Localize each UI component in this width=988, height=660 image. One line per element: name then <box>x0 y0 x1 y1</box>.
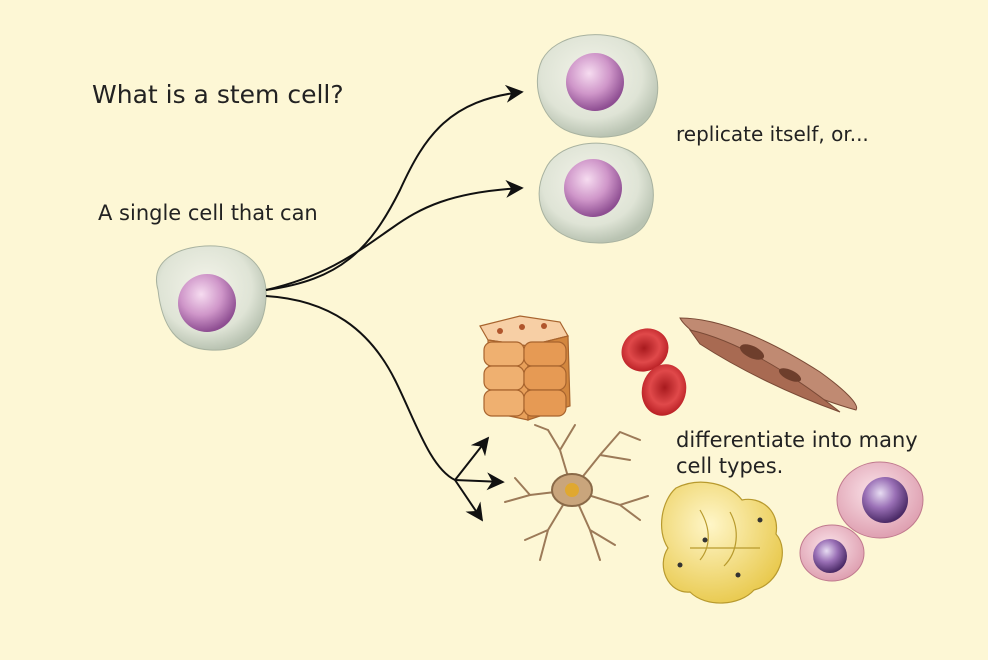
differentiate-caption-line2: cell types. <box>676 454 784 478</box>
diagram-title: What is a stem cell? <box>92 80 344 109</box>
arrow-branch-up <box>454 436 490 481</box>
arrow-to-replicate-top <box>265 84 524 291</box>
epithelial-cells <box>479 315 571 421</box>
blood-cells <box>799 461 924 582</box>
differentiate-caption: differentiate into many cell types. <box>676 427 918 479</box>
replicated-cell-bottom <box>538 142 654 244</box>
fat-cells <box>661 481 783 604</box>
arrow-to-differentiate <box>265 295 456 481</box>
arrow-branch-down <box>454 479 484 522</box>
arrows <box>265 84 524 522</box>
intro-text: A single cell that can <box>98 201 318 225</box>
neuron <box>504 424 649 561</box>
stem-cell <box>156 245 267 351</box>
differentiate-caption-line1: differentiate into many <box>676 428 918 452</box>
arrow-to-replicate-bottom <box>265 179 524 291</box>
red-blood-cells <box>621 328 687 416</box>
arrow-branch-right <box>454 472 505 491</box>
replicated-cell-top <box>536 34 659 138</box>
replicate-caption: replicate itself, or... <box>676 122 869 146</box>
muscle-cells <box>679 317 858 413</box>
